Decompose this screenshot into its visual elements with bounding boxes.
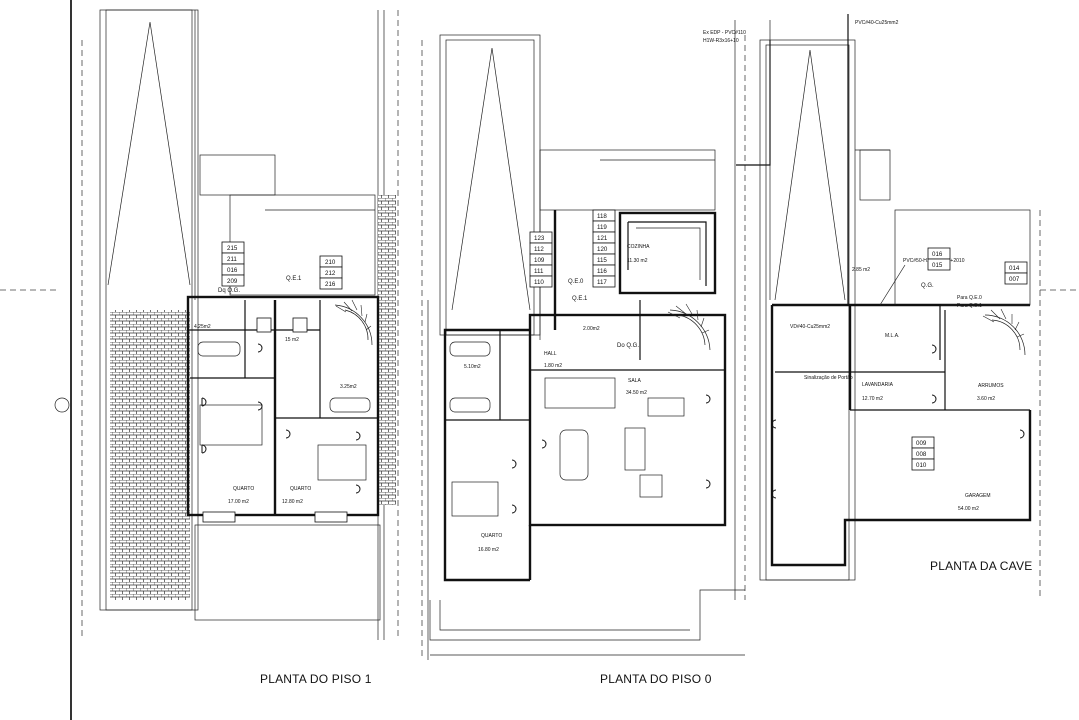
plan-piso-1: 215 211 016 209 210 212 216 Dq Q.G. Q.E.… (54, 9, 399, 686)
circuit-table-b: 014 007 (1004, 261, 1028, 285)
room-area: 17.00 m2 (228, 499, 249, 505)
outlet-symbols (201, 343, 1025, 514)
circuit-code: 216 (325, 281, 336, 288)
room-name: ARRUMOS (978, 383, 1004, 389)
room-area: 11.30 m2 (627, 258, 648, 264)
panel-label: Q.E.1 (572, 296, 588, 302)
supply-label: H1W-R3x16+10 (703, 38, 739, 44)
circuit-table-c: 009 008 010 (911, 436, 935, 471)
circuit-code: 015 (932, 262, 943, 269)
circuit-code: 119 (597, 224, 607, 231)
circuit-code: 007 (1009, 276, 1020, 283)
room-area: 16.80 m2 (478, 547, 499, 553)
circuit-code: 215 (227, 245, 238, 252)
plan-title-cave: PLANTA DA CAVE (930, 559, 1032, 573)
panel-label: Para Q.E.0 (957, 295, 982, 301)
plan-cave: PVC#40-Cu25mm2 PVC#50-H1W-R3x16+2010 VD#… (759, 14, 1041, 600)
circuit-table-kitchen: 118 119 121 120 115 116 117 (592, 209, 616, 288)
circuit-table-right: 210 212 216 (319, 255, 343, 290)
plan-piso-0: 118 119 121 120 115 116 117 123 112 109 … (421, 20, 771, 686)
circuit-code: 212 (325, 270, 336, 277)
dining-table (559, 429, 589, 481)
panel-label: M.L.A. (885, 333, 899, 339)
room-area: 54.00 m2 (958, 506, 979, 512)
panel-label: Q.E.1 (286, 276, 302, 282)
note-label: Sinalização de Portão (804, 375, 853, 381)
room-name: LAVANDARIA (862, 382, 894, 388)
circuit-code: 118 (597, 213, 607, 220)
column-marker (54, 397, 70, 413)
circuit-code: 120 (597, 246, 608, 253)
room-name: SALA (628, 378, 641, 384)
circuit-code: 111 (534, 268, 544, 275)
circuit-table-left: 123 112 109 111 110 (529, 231, 553, 288)
sofa (624, 427, 646, 471)
cable-label: PVC#40-Cu25mm2 (855, 20, 899, 26)
panel-label: Q.E.0 (568, 279, 584, 285)
room-name: HALL (544, 351, 557, 357)
circuit-code: 121 (597, 235, 608, 242)
room-name: GARAGEM (965, 493, 991, 499)
bed (451, 481, 499, 517)
circuit-code: 115 (597, 257, 607, 264)
plan-title-piso-0: PLANTA DO PISO 0 (600, 672, 712, 686)
room-name: QUARTO (481, 533, 502, 539)
room-name: COZINHA (627, 244, 650, 250)
tiled-strip (378, 195, 396, 505)
room-area: 15 m2 (285, 337, 299, 343)
circuit-code: 209 (227, 278, 238, 285)
cable-label: VD#40-Cu25mm2 (790, 324, 830, 330)
panel-label: Do Q.G. (617, 343, 639, 349)
room-area: 5.10m2 (464, 364, 481, 370)
panel-label: Dq Q.G. (218, 288, 240, 294)
circuit-code: 010 (916, 462, 927, 469)
room-area: 1.80 m2 (544, 363, 562, 369)
tiled-terrace (110, 310, 190, 600)
panel-label: Q.G. (921, 283, 934, 289)
circuit-code: 123 (534, 235, 545, 242)
circuit-code: 109 (534, 257, 545, 264)
deck-balcony (194, 524, 381, 621)
circuit-table-left: 215 211 016 209 (221, 241, 245, 287)
circuit-table-a: 016 015 (927, 247, 951, 271)
room-name: QUARTO (290, 486, 311, 492)
room-area: 12.80 m2 (282, 499, 303, 505)
circuit-code: 016 (227, 267, 238, 274)
panel-label: Para Q.E.1 (957, 303, 982, 309)
room-area: 3.60 m2 (977, 396, 995, 402)
room-area: 4.25m2 (194, 324, 211, 330)
circuit-code: 016 (932, 251, 943, 258)
room-area: 2.85 m2 (852, 267, 870, 273)
circuit-code: 112 (534, 246, 544, 253)
room-area: 3.25m2 (340, 384, 357, 390)
room-area: 2.00m2 (583, 326, 600, 332)
circuit-code: 117 (597, 279, 607, 286)
circuit-code: 008 (916, 451, 927, 458)
circuit-code: 110 (534, 279, 544, 286)
room-name: QUARTO (233, 486, 254, 492)
plan-title-piso-1: PLANTA DO PISO 1 (260, 672, 372, 686)
circuit-code: 211 (227, 256, 237, 263)
supply-label: Ex EDP - PVC#110 (703, 30, 746, 36)
circuit-code: 116 (597, 268, 607, 275)
circuit-code: 009 (916, 440, 927, 447)
room-area: 34.50 m2 (626, 390, 647, 396)
circuit-code: 014 (1009, 265, 1020, 272)
circuit-code: 210 (325, 259, 336, 266)
room-area: 12.70 m2 (862, 396, 883, 402)
